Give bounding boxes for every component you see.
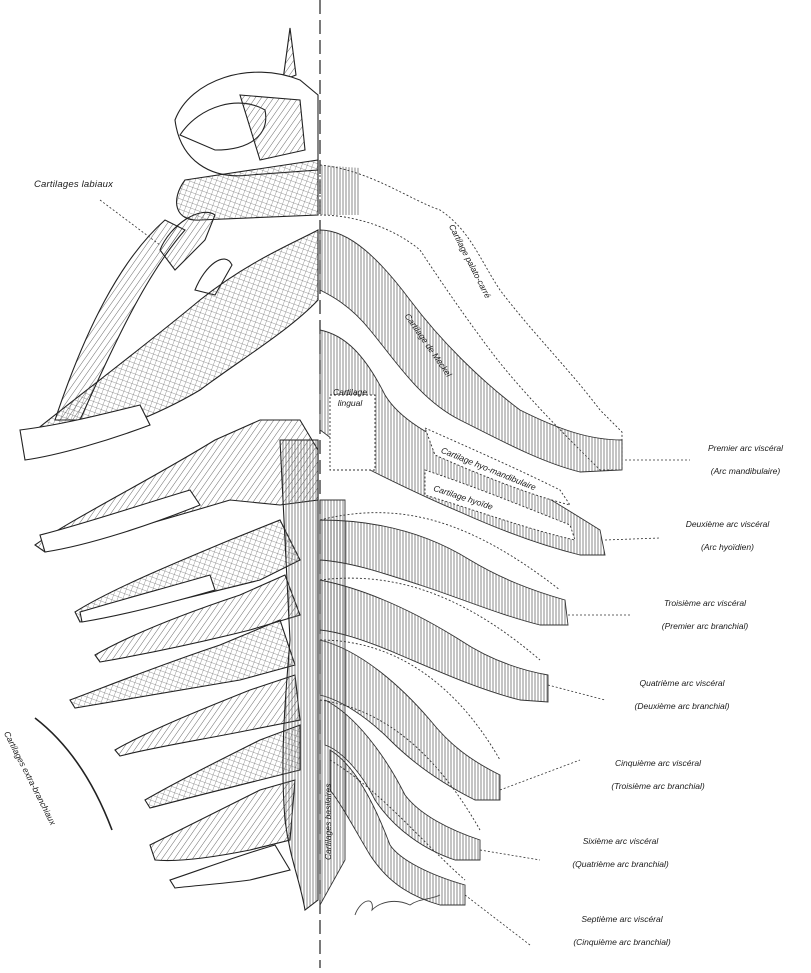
arc-label-4: Quatrième arc viscéral (Deuxième arc bra… <box>602 678 762 712</box>
label-lingual-line1: Cartilage <box>333 387 367 397</box>
arc-label-3: Troisième arc viscéral (Premier arc bran… <box>625 598 785 632</box>
label-lingual: Cartilage lingual <box>322 387 378 410</box>
arc-sub-2: (Arc hyoïdien) <box>701 542 754 552</box>
arc-sub-6: (Quatrième arc branchial) <box>572 859 668 869</box>
arc-name-6: Sixième arc viscéral <box>583 836 659 846</box>
arc-label-2: Deuxième arc viscéral (Arc hyoïdien) <box>655 519 800 553</box>
arc-label-7: Septième arc viscéral (Cinquième arc bra… <box>537 914 707 948</box>
arc-name-5: Cinquième arc viscéral <box>615 758 701 768</box>
arc-name-3: Troisième arc viscéral <box>664 598 746 608</box>
arc-name-7: Septième arc viscéral <box>581 914 662 924</box>
arc-sub-5: (Troisième arc branchial) <box>611 781 704 791</box>
arc-sub-7: (Cinquième arc branchial) <box>573 937 670 947</box>
label-lingual-line2: lingual <box>338 398 363 408</box>
arc-label-6: Sixième arc viscéral (Quatrième arc bran… <box>538 836 703 870</box>
arc-name-2: Deuxième arc viscéral <box>686 519 770 529</box>
arc-sub-1: (Arc mandibulaire) <box>711 466 780 476</box>
arc-label-1: Premier arc viscéral (Arc mandibulaire) <box>683 443 808 477</box>
label-cartilages-labiaux: Cartilages labiaux <box>34 180 113 190</box>
arc-name-4: Quatrième arc viscéral <box>639 678 724 688</box>
arc-sub-3: (Premier arc branchial) <box>662 621 748 631</box>
left-skeleton <box>20 28 318 910</box>
arc-name-1: Premier arc viscéral <box>708 443 783 453</box>
arc-sub-4: (Deuxième arc branchial) <box>635 701 730 711</box>
arc-label-5: Cinquième arc viscéral (Troisième arc br… <box>578 758 738 792</box>
label-basilaires: Cartilages basilaires <box>324 783 333 860</box>
